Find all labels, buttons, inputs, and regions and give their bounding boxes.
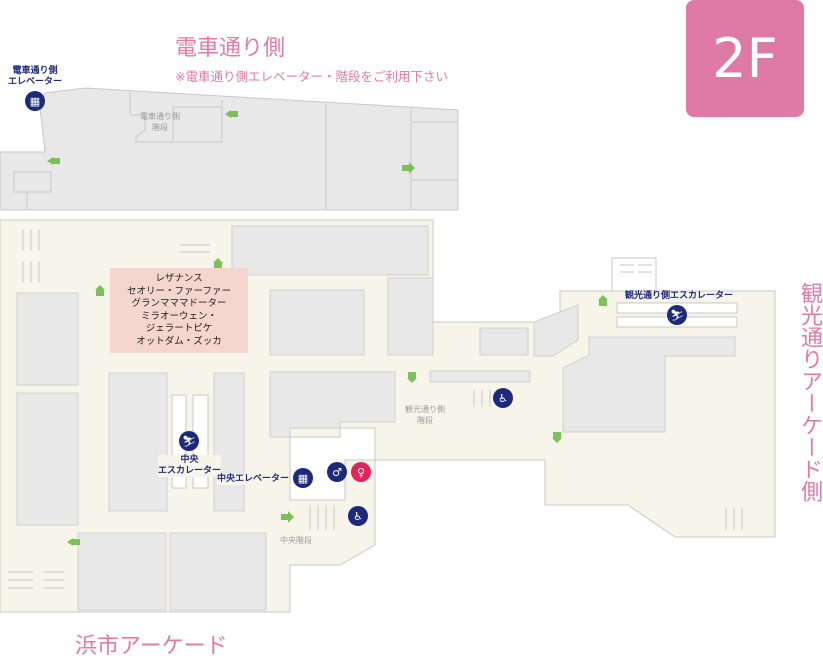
top-title: 電車通り側: [175, 36, 286, 61]
accessible-restroom-icon[interactable]: ♿: [348, 506, 368, 526]
train-side-building: [0, 87, 459, 211]
elevator-icon[interactable]: ▦: [293, 468, 313, 488]
accessible-restroom-icon[interactable]: ♿: [493, 388, 513, 408]
restroom-female-icon[interactable]: ♀: [351, 462, 371, 482]
kanko-escalator-label: 観光通り側エスカレーター: [625, 291, 734, 301]
shop-name: グランマママドーター: [131, 298, 227, 309]
shops: [16, 225, 736, 611]
elevator-icon[interactable]: ▦: [25, 91, 45, 111]
bottom-title: 浜市アーケード: [75, 634, 228, 659]
escalator-icon[interactable]: ⛷: [179, 431, 199, 451]
shop-name: ミラオーウェン・: [140, 310, 217, 322]
shop-name: オットダム・ズッカ: [136, 335, 222, 347]
train-side-walls: [13, 92, 458, 210]
restroom-male-icon[interactable]: ♂: [327, 462, 347, 482]
kanko-stairs-label: 観光通り側 階段: [405, 405, 445, 425]
right-title: 観光通りアーケード側: [797, 282, 822, 502]
escalator-icon[interactable]: ⛷: [667, 305, 687, 325]
train-stairs-label: 電車通り側 階段: [140, 112, 180, 132]
floor-badge: 2F: [686, 0, 804, 117]
central-escalator-label: 中央 エスカレーター: [158, 455, 222, 477]
shop-group[interactable]: レザナンス セオリー・ファーファー グランマママドーター ミラオーウェン・ ジェ…: [110, 268, 248, 353]
central-elevator-label: 中央エレベーター: [216, 474, 289, 485]
shop-name: セオリー・ファーファー: [127, 285, 231, 297]
direction-arrow-icon: [47, 110, 608, 546]
train-elevator-label: 電車通り側 エレベーター: [8, 66, 63, 87]
shop-name: ジェラートピケ: [145, 323, 213, 334]
top-note: ※電車通り側エレベーター・階段をご利用下さい: [175, 69, 448, 84]
shop-name: レザナンス: [155, 273, 203, 284]
stairs: [8, 230, 743, 589]
central-stairs-label: 中央階段: [280, 536, 312, 545]
